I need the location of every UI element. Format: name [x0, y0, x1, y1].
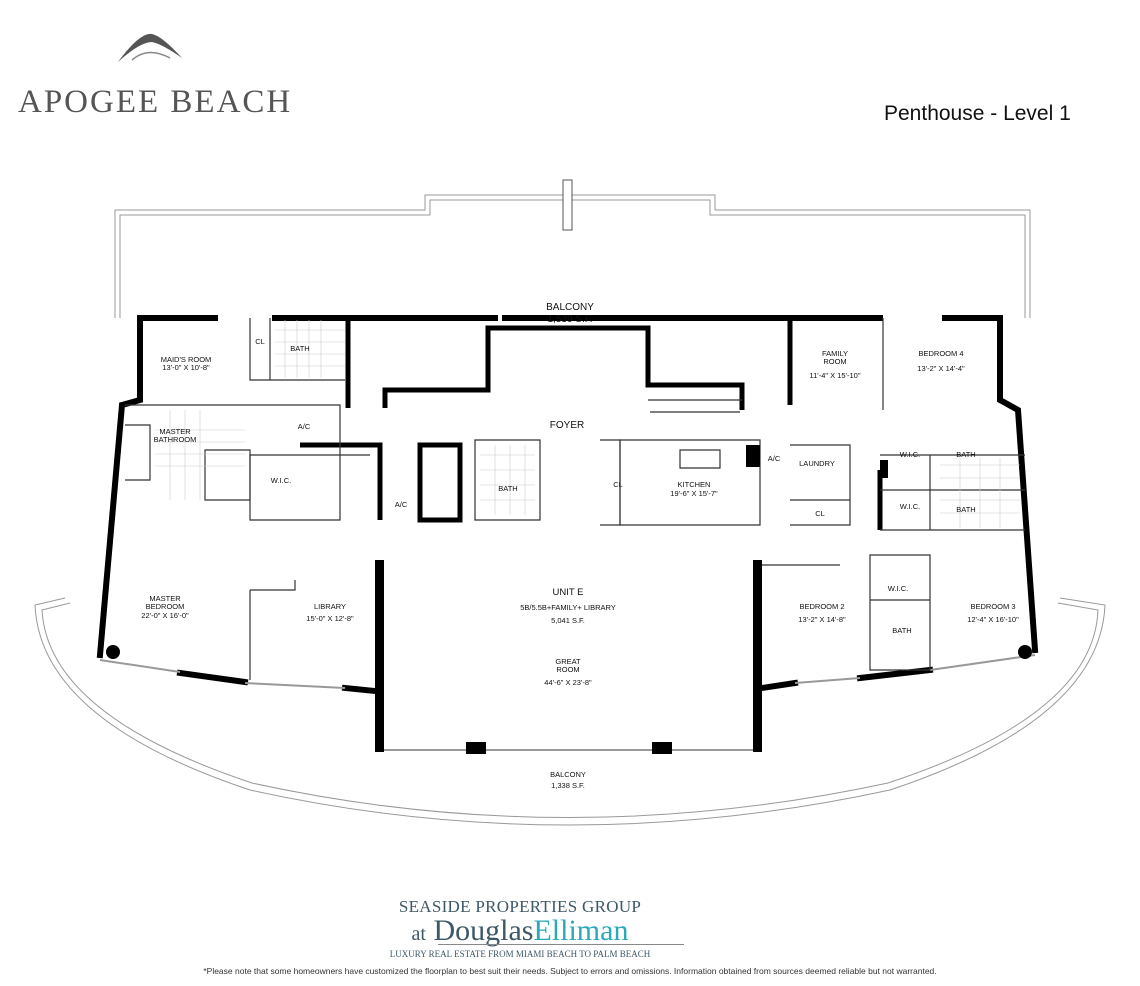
unit-area: 5,041 S.F. — [551, 616, 585, 625]
library-dims: 15'-0" X 12'-8" — [306, 614, 354, 623]
master-bedroom-label-2: BEDROOM — [145, 602, 185, 611]
master-bedroom-dims: 22'-0" X 16'-0" — [141, 611, 189, 620]
footer-brokerage-logo: at DouglasElliman — [0, 914, 1040, 948]
bedroom-2-wic-label: W.I.C. — [887, 584, 909, 593]
exterior-walls — [96, 315, 1039, 695]
maid-bath-label: BATH — [290, 344, 310, 353]
great-room-label-2: ROOM — [556, 665, 580, 674]
master-wic-label: W.I.C. — [270, 476, 292, 485]
footer-douglas: Douglas — [433, 914, 534, 947]
maids-room-label: MAID'S ROOM — [160, 355, 212, 364]
unit-name: UNIT E — [552, 587, 584, 598]
unit-config: 5B/5.5B+FAMILY+ LIBRARY — [520, 603, 616, 612]
bedroom-3-bath-label: BATH — [956, 505, 976, 514]
bedroom-2-label: BEDROOM 2 — [799, 602, 845, 611]
bedroom-3-dims: 12'-4" X 16'-10" — [967, 615, 1019, 624]
family-room-label-1: FAMILY — [821, 349, 849, 358]
balcony-bottom-label: BALCONY — [550, 770, 586, 779]
footer-group-name: SEASIDE PROPERTIES GROUP — [398, 897, 642, 916]
interior-walls — [300, 318, 880, 600]
bedroom-4-bath-label: BATH — [956, 450, 976, 459]
footer-disclaimer: *Please note that some homeowners have c… — [203, 966, 937, 976]
kitchen-closet-label: CL — [613, 480, 623, 489]
great-room-dims: 44'-6" X 23'-8" — [544, 678, 592, 687]
ac-label-1: A/C — [297, 422, 311, 431]
ac-label-2: A/C — [394, 500, 408, 509]
ac-label-3: A/C — [767, 454, 781, 463]
page-title: Penthouse - Level 1 — [884, 102, 1071, 125]
maids-room-dims: 13'-0" X 10'-8" — [162, 363, 210, 372]
library-label: LIBRARY — [314, 602, 346, 611]
columns — [106, 445, 1032, 659]
maid-closet-label: CL — [255, 337, 265, 346]
footer-divider — [438, 944, 684, 945]
balcony-bottom-area: 1,338 S.F. — [551, 781, 585, 790]
brand-name: APOGEE BEACH — [18, 84, 293, 120]
bedroom-3-wic-label: W.I.C. — [899, 502, 921, 511]
tile-grids — [155, 320, 1020, 528]
master-bathroom-label-1: MASTER — [159, 427, 191, 436]
bedroom-4-label: BEDROOM 4 — [918, 349, 964, 358]
balcony-top-label: BALCONY — [546, 302, 594, 313]
powder-bath-label: BATH — [498, 484, 518, 493]
window-lines — [99, 654, 1036, 751]
master-bathroom-label-2: BATHROOM — [153, 435, 197, 444]
great-room-label-1: GREAT — [555, 657, 581, 666]
family-room-dims: 11'-4" X 15'-10" — [809, 371, 861, 380]
balcony-post — [562, 179, 573, 231]
master-bedroom-label-1: MASTER — [149, 594, 181, 603]
kitchen-dims: 19'-6" X 15'-7" — [670, 489, 718, 498]
bedroom-4-dims: 13'-2" X 14'-4" — [917, 364, 965, 373]
family-room-label-2: ROOM — [823, 357, 847, 366]
balcony-outline-bottom — [34, 597, 1106, 826]
partition-lines — [125, 318, 1025, 680]
kitchen-label: KITCHEN — [677, 480, 711, 489]
balcony-top-area: 1,539 S.F. — [547, 314, 593, 325]
footer-tagline: LUXURY REAL ESTATE FROM MIAMI BEACH TO P… — [389, 949, 651, 959]
footer-elliman: Elliman — [533, 914, 629, 947]
footer-at: at — [411, 923, 426, 945]
bedroom-4-wic-label: W.I.C. — [899, 450, 921, 459]
brand-logo-mark — [118, 33, 182, 62]
bedroom-2-dims: 13'-2" X 14'-8" — [798, 615, 846, 624]
laundry-label: LAUNDRY — [799, 459, 835, 468]
great-room-walls — [375, 560, 762, 754]
bedroom-2-bath-label: BATH — [892, 626, 912, 635]
foyer-label: FOYER — [549, 420, 585, 431]
laundry-closet-label: CL — [815, 509, 825, 518]
bedroom-3-label: BEDROOM 3 — [970, 602, 1016, 611]
